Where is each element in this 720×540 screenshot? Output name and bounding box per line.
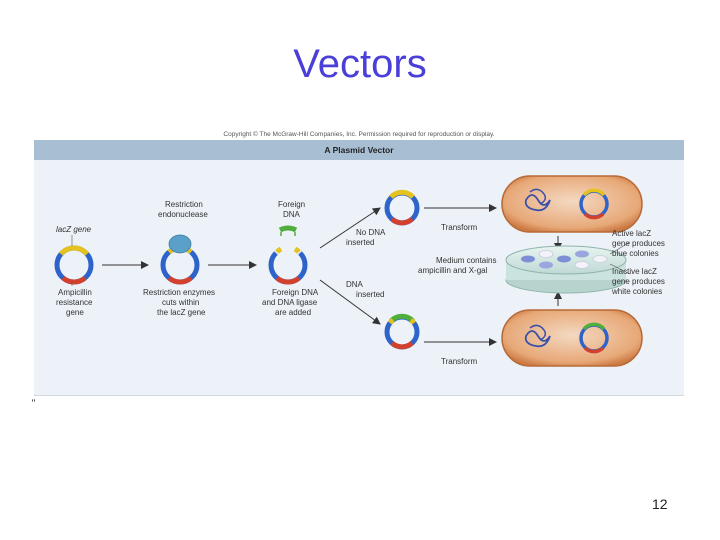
label-enzymes-2: cuts within <box>162 298 199 307</box>
pointer-active <box>609 241 631 255</box>
label-medium-2: ampicillin and X-gal <box>418 266 488 275</box>
label-inactive-1: Inactive lacZ <box>612 267 657 276</box>
label-active-3: blue colonies <box>612 249 659 258</box>
label-inactive-3: white colonies <box>611 287 662 296</box>
label-ligase-2: and DNA ligase <box>262 298 318 307</box>
plasmid-intact <box>54 245 94 285</box>
label-ampicillin-3: gene <box>66 308 84 317</box>
label-transform-top: Transform <box>441 223 477 232</box>
label-active-1: Active lacZ <box>612 229 651 238</box>
plasmid-with-insert <box>384 313 420 350</box>
label-restriction-2: endonuclease <box>158 210 208 219</box>
label-medium-1: Medium contains <box>436 256 496 265</box>
plasmid-diagram: lacZ gene Ampicillin resistance gene Res… <box>54 175 665 367</box>
label-transform-bottom: Transform <box>441 357 477 366</box>
restriction-enzyme-icon <box>168 234 192 254</box>
page-number: 12 <box>652 496 668 512</box>
foreign-dna-fragment <box>278 225 298 236</box>
slide-title: Vectors <box>293 42 427 86</box>
arrow-insert <box>319 279 381 325</box>
label-inactive-2: gene produces <box>612 277 665 286</box>
label-foreign-2: DNA <box>283 210 301 219</box>
pointer-inactive <box>609 263 631 275</box>
label-ampicillin-1: Ampicillin <box>58 288 92 297</box>
plasmid-no-insert <box>384 189 420 226</box>
label-lacz-gene: lacZ gene <box>56 225 92 234</box>
plasmid-vector-figure: A Plasmid Vector lacZ gene Ampicillin re… <box>34 140 684 396</box>
label-restriction-1: Restriction <box>165 200 203 209</box>
label-enzymes-1: Restriction enzymes <box>143 288 215 297</box>
label-foreign-1: Foreign <box>278 200 305 209</box>
bacterium-bottom <box>501 309 643 367</box>
plasmid-cut <box>160 234 200 285</box>
figure-credit: Copyright © The McGraw-Hill Companies, I… <box>223 131 495 138</box>
label-ampicillin-2: resistance <box>56 298 93 307</box>
figure-header: A Plasmid Vector <box>34 140 684 160</box>
petri-dish <box>505 245 627 294</box>
figure-mark: " <box>31 398 36 408</box>
label-no-dna-1: No DNA <box>356 228 386 237</box>
label-dna-2: inserted <box>356 290 384 299</box>
arrow-no-insert <box>319 207 381 249</box>
plasmid-opened <box>268 246 308 285</box>
label-ligase-3: are added <box>275 308 311 317</box>
bacterium-top <box>501 175 643 233</box>
label-dna-1: DNA <box>346 280 364 289</box>
label-active-2: gene produces <box>612 239 665 248</box>
label-ligase-1: Foreign DNA <box>272 288 319 297</box>
label-no-dna-2: inserted <box>346 238 374 247</box>
label-enzymes-3: the lacZ gene <box>157 308 206 317</box>
